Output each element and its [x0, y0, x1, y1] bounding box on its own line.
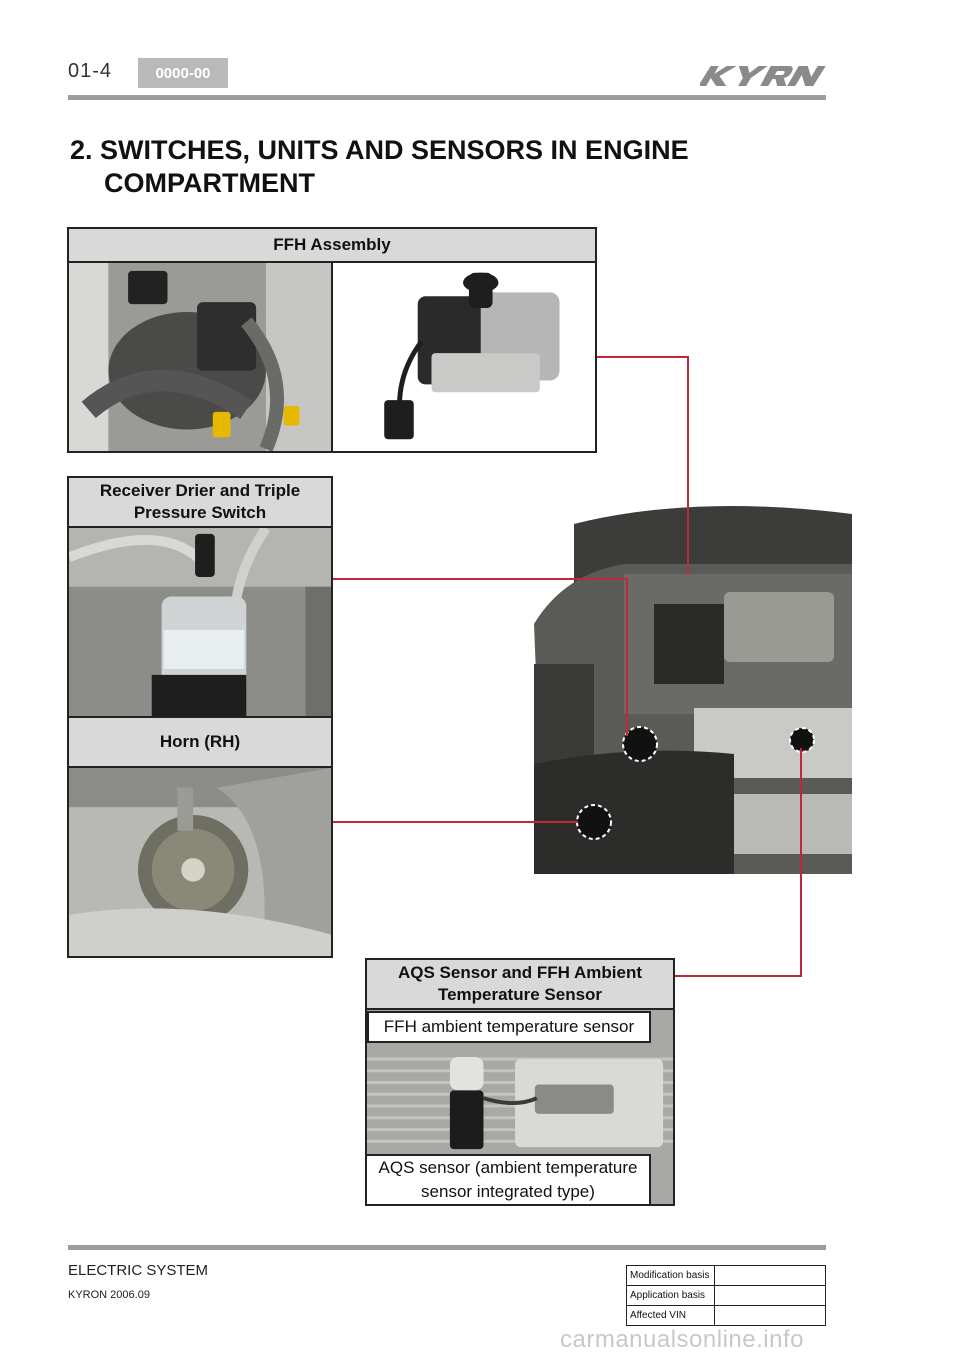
aqs-sensor-callout: AQS sensor (ambient temperature sensor i… — [365, 1154, 651, 1206]
aqs-sensor-label-line1: AQS Sensor and FFH Ambient — [397, 963, 642, 982]
aqs-sensor-label-line2: Temperature Sensor — [437, 985, 603, 1004]
info-row-label: Modification basis — [626, 1265, 715, 1286]
info-row-value — [714, 1265, 826, 1286]
receiver-drier-photo — [67, 526, 333, 718]
receiver-drier-label-line2: Pressure Switch — [133, 503, 267, 522]
info-row-label: Application basis — [626, 1285, 715, 1306]
info-row-vin: Affected VIN — [626, 1305, 826, 1326]
footer-rule — [68, 1245, 826, 1250]
section-code-badge: 0000-00 — [138, 58, 228, 88]
vehicle-front-photo-icon — [534, 504, 852, 884]
kyron-logo — [698, 62, 828, 88]
info-row-value — [714, 1285, 826, 1306]
horn-header: Horn (RH) — [67, 716, 333, 768]
section-title-line1: 2. SWITCHES, UNITS AND SENSORS IN ENGINE — [70, 135, 689, 165]
page-number: 01-4 — [68, 60, 113, 82]
horn-photo-icon — [69, 768, 331, 956]
aqs-callout-line2: sensor integrated type) — [421, 1182, 595, 1201]
ffh-installed-photo — [67, 261, 333, 453]
watermark: carmanualsonline.info — [560, 1326, 804, 1353]
ffh-unit-photo — [331, 261, 597, 453]
info-row-label: Affected VIN — [626, 1305, 715, 1326]
horn-photo — [67, 766, 333, 958]
header-rule — [68, 95, 826, 100]
aqs-callout-line1: AQS sensor (ambient temperature — [378, 1158, 638, 1177]
info-row-modification: Modification basis — [626, 1265, 826, 1286]
info-row-value — [714, 1305, 826, 1326]
info-row-application: Application basis — [626, 1285, 826, 1306]
horn-label: Horn (RH) — [159, 732, 241, 751]
ffh-assembly-header: FFH Assembly — [67, 227, 597, 263]
ffh-ambient-sensor-callout: FFH ambient temperature sensor — [367, 1011, 651, 1043]
aqs-sensor-header: AQS Sensor and FFH Ambient Temperature S… — [365, 958, 675, 1010]
receiver-drier-photo-icon — [69, 528, 331, 716]
receiver-drier-header: Receiver Drier and Triple Pressure Switc… — [67, 476, 333, 528]
section-title: 2. SWITCHES, UNITS AND SENSORS IN ENGINE… — [70, 134, 770, 200]
section-title-line2: COMPARTMENT — [104, 168, 315, 198]
ffh-ambient-sensor-callout-text: FFH ambient temperature sensor — [383, 1017, 635, 1036]
info-table: Modification basis Application basis Aff… — [626, 1265, 826, 1326]
kyron-logo-icon — [698, 66, 826, 86]
ffh-assembly-label: FFH Assembly — [273, 235, 391, 254]
vehicle-front-photo — [534, 504, 852, 884]
ffh-unit-photo-icon — [333, 263, 595, 451]
engine-bay-photo-icon — [69, 263, 331, 451]
footer-section-name: ELECTRIC SYSTEM — [68, 1262, 209, 1279]
footer-model: KYRON 2006.09 — [68, 1289, 150, 1301]
receiver-drier-label-line1: Receiver Drier and Triple — [99, 481, 301, 500]
